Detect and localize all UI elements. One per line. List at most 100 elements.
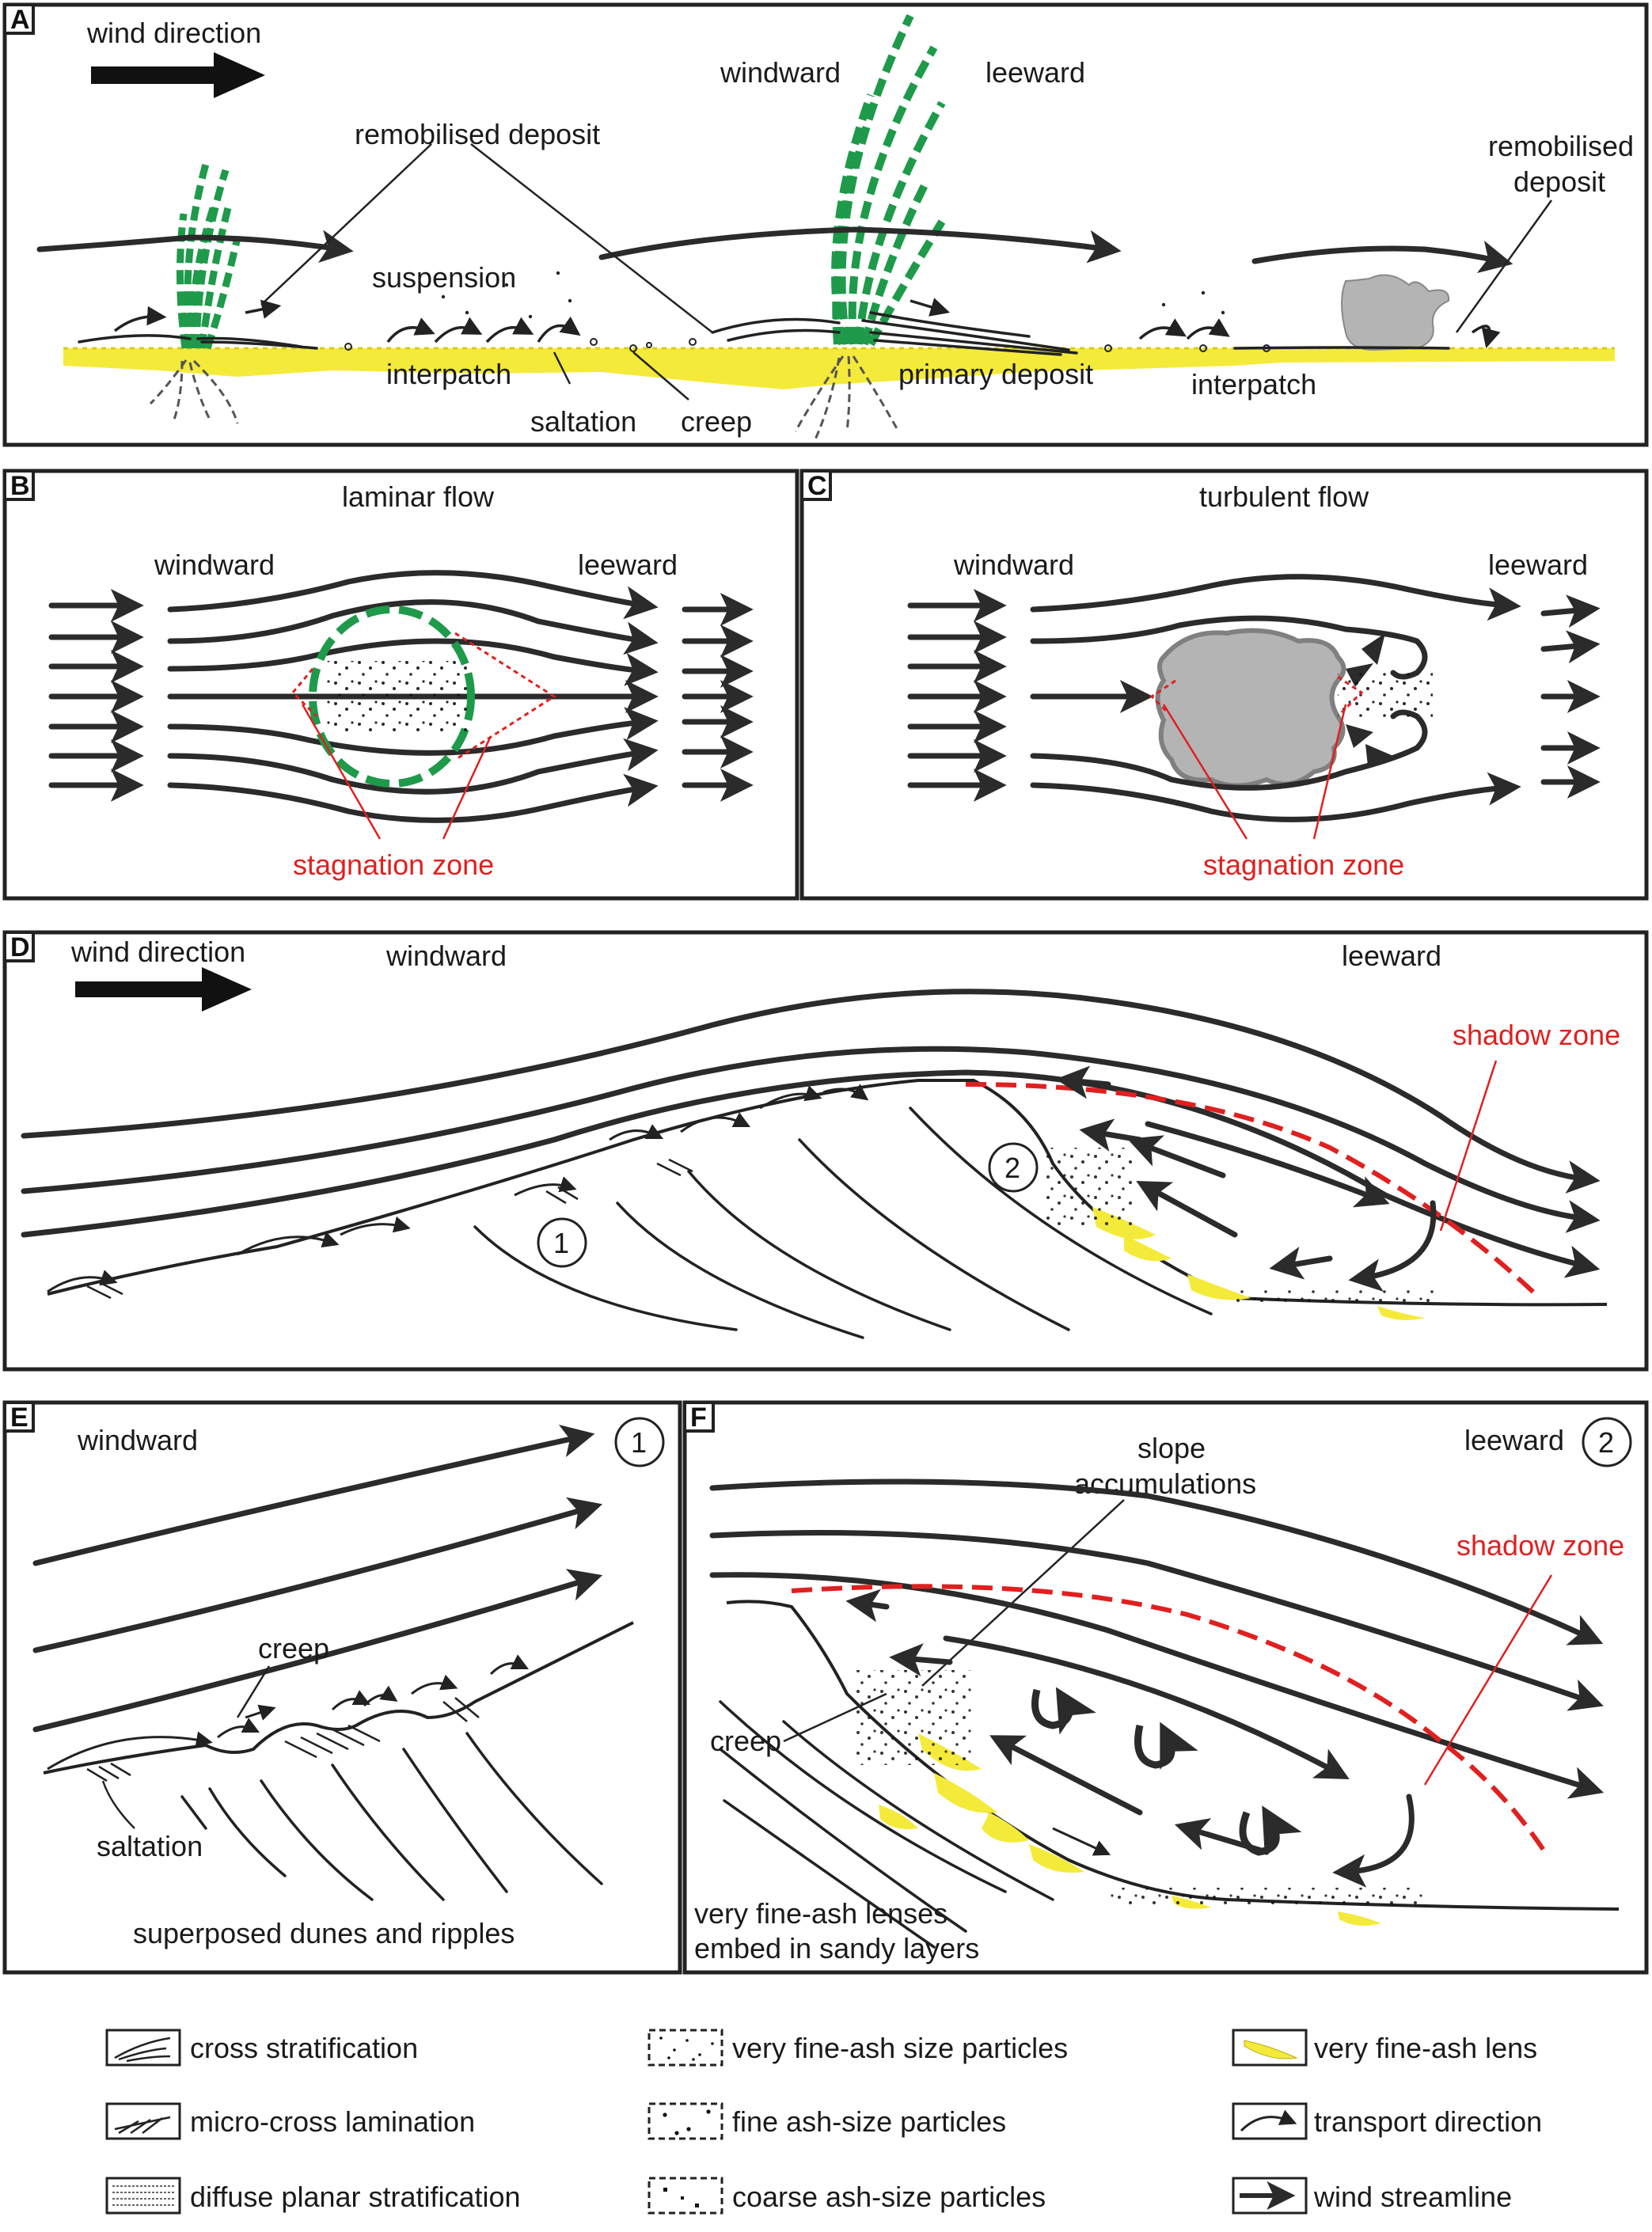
creep-leader-e xyxy=(236,1665,271,1718)
cross-stratification-icon xyxy=(114,2037,171,2063)
slope-particles-d xyxy=(1045,1148,1132,1227)
streamline-e3 xyxy=(32,1569,603,1733)
legend-item-fine-ash: fine ash-size particles xyxy=(648,2102,1006,2140)
remobilised-deposit-label: remobilised deposit xyxy=(355,118,600,150)
marker-2-d: 2 xyxy=(1004,1152,1020,1184)
legend-label-8: wind streamline xyxy=(1313,2181,1512,2213)
legend-item-transport: transport direction xyxy=(1232,2102,1542,2140)
shadow-zone-label-f: shadow zone xyxy=(1456,1529,1624,1562)
leeward-label: leeward xyxy=(986,56,1085,89)
creep-label-f: creep xyxy=(710,1725,781,1757)
outflow-arrows-c xyxy=(1540,594,1601,799)
streamline-a3 xyxy=(1251,241,1513,274)
very-fine-ash-particles-icon xyxy=(659,2037,714,2061)
legend-item-cross-stratification: cross stratification xyxy=(105,2029,418,2067)
saltation-leader-e xyxy=(101,1780,135,1829)
micro-cross-lamination-d xyxy=(86,1158,693,1300)
streamline-e2 xyxy=(32,1497,603,1653)
stagnation-zone-lee-b xyxy=(454,632,556,761)
remobilised-label-right: remobilised xyxy=(1488,130,1634,162)
wind-direction-label-d: wind direction xyxy=(70,936,245,968)
legend-item-streamline: wind streamline xyxy=(1232,2177,1512,2215)
panel-e-caption: superposed dunes and ripples xyxy=(133,1917,515,1949)
streamline-d3 xyxy=(21,1069,1601,1278)
stagnation-leaders-c xyxy=(1162,704,1347,840)
panel-a-letter: A xyxy=(10,5,30,35)
inflow-arrows-b xyxy=(48,589,144,802)
roots xyxy=(149,355,900,440)
panel-d-tag xyxy=(3,931,35,962)
panel-d-windward: windward xyxy=(385,939,507,972)
wake-particles-c xyxy=(1338,673,1433,720)
legend-label-4: fine ash-size particles xyxy=(732,2105,1006,2138)
panel-e-letter: E xyxy=(10,1403,28,1433)
remobilised-deposit-lines xyxy=(78,311,1450,356)
transport-arrows-e xyxy=(47,1654,530,1771)
legend-label-3: very fine-ash size particles xyxy=(732,2032,1068,2064)
panel-e-windward: windward xyxy=(77,1424,198,1456)
stagnation-zone-wind-b xyxy=(291,668,318,718)
panel-b-leeward: leeward xyxy=(578,549,678,581)
panel-b: B laminar flow windward leeward stagnati… xyxy=(2,469,799,901)
shadow-zone-leader-d xyxy=(1439,1060,1498,1232)
legend-label-6: very fine-ash lens xyxy=(1314,2032,1537,2064)
legend-label-2: diffuse planar stratification xyxy=(190,2181,521,2213)
foot-particles-d xyxy=(1235,1290,1441,1304)
legend-item-coarse-ash: coarse ash-size particles xyxy=(648,2177,1046,2215)
stagnation-leaders-b xyxy=(301,704,492,840)
panel-e-tag xyxy=(3,1401,35,1433)
panel-b-tag xyxy=(3,469,35,501)
panel-d: D wind direction windward leeward shadow… xyxy=(2,930,1649,1372)
recirculation-arrows-d xyxy=(1055,1065,1437,1293)
laminar-flow-title: laminar flow xyxy=(342,480,495,513)
primary-deposit-ground xyxy=(63,348,1615,389)
very-fine-ash-lens-icon xyxy=(1244,2040,1298,2059)
cross-stratification-e xyxy=(86,1697,480,1782)
creep-leader-f xyxy=(783,1692,887,1743)
stagnation-zone-label-c: stagnation zone xyxy=(1203,848,1404,881)
marker-f: 2 xyxy=(1598,1426,1614,1459)
recirculation-arrows-f xyxy=(845,1589,1415,1888)
legend-item-diffuse-planar: diffuse planar stratification xyxy=(105,2177,521,2215)
inflow-arrows-c xyxy=(907,589,1007,802)
marker-circle-f xyxy=(1582,1417,1632,1467)
interpatch-label-2: interpatch xyxy=(1191,368,1316,400)
marker-1-d: 1 xyxy=(553,1227,569,1259)
vegetation-patch-outline xyxy=(309,605,475,788)
dune-surface-e xyxy=(43,1621,634,1775)
rock-obstacle xyxy=(1341,274,1450,351)
stagnation-zone-lee-c xyxy=(1337,675,1364,714)
saltation-label-e: saltation xyxy=(97,1830,203,1862)
saltation-arrows xyxy=(113,298,1501,349)
panel-f-letter: F xyxy=(690,1403,707,1433)
panel-d-leeward: leeward xyxy=(1342,939,1441,972)
legend-item-micro-cross-lamination: micro-cross lamination xyxy=(105,2102,475,2140)
windward-label: windward xyxy=(720,56,841,89)
panel-f-tag xyxy=(683,1401,715,1433)
micro-cross-lamination-icon xyxy=(114,2116,171,2135)
deposit-particles-b xyxy=(325,661,467,732)
accumulations-label: accumulations xyxy=(1074,1467,1256,1500)
streamline-d2 xyxy=(21,1046,1601,1233)
shadow-zone-f xyxy=(791,1584,1550,1858)
transport-direction-icon xyxy=(1240,2109,1297,2132)
creep-label-e: creep xyxy=(258,1632,329,1665)
legend-item-ash-lens: very fine-ash lens xyxy=(1232,2029,1537,2067)
panel-c: C turbulent flow windward leeward stagna… xyxy=(799,469,1649,901)
plant-1 xyxy=(176,157,241,350)
creep-particles xyxy=(344,338,1270,352)
fine-ash-particles-icon xyxy=(663,2109,711,2135)
stagnation-zone-wind-c xyxy=(1149,679,1176,714)
leader-lines-a xyxy=(260,143,1553,400)
legend-label-7: transport direction xyxy=(1314,2105,1542,2138)
diffuse-planar-stratification-icon xyxy=(112,2185,174,2206)
creep-arrow-f xyxy=(1052,1827,1111,1856)
streamline-e1 xyxy=(32,1424,595,1566)
stagnation-zone-label-b: stagnation zone xyxy=(293,848,494,881)
interpatch-label-1: interpatch xyxy=(386,358,511,390)
windward-transport-d xyxy=(47,1084,869,1293)
legend: cross stratification micro-cross laminat… xyxy=(105,2029,1542,2215)
panel-c-windward: windward xyxy=(953,549,1074,581)
marker-1-circle-d xyxy=(537,1217,587,1268)
